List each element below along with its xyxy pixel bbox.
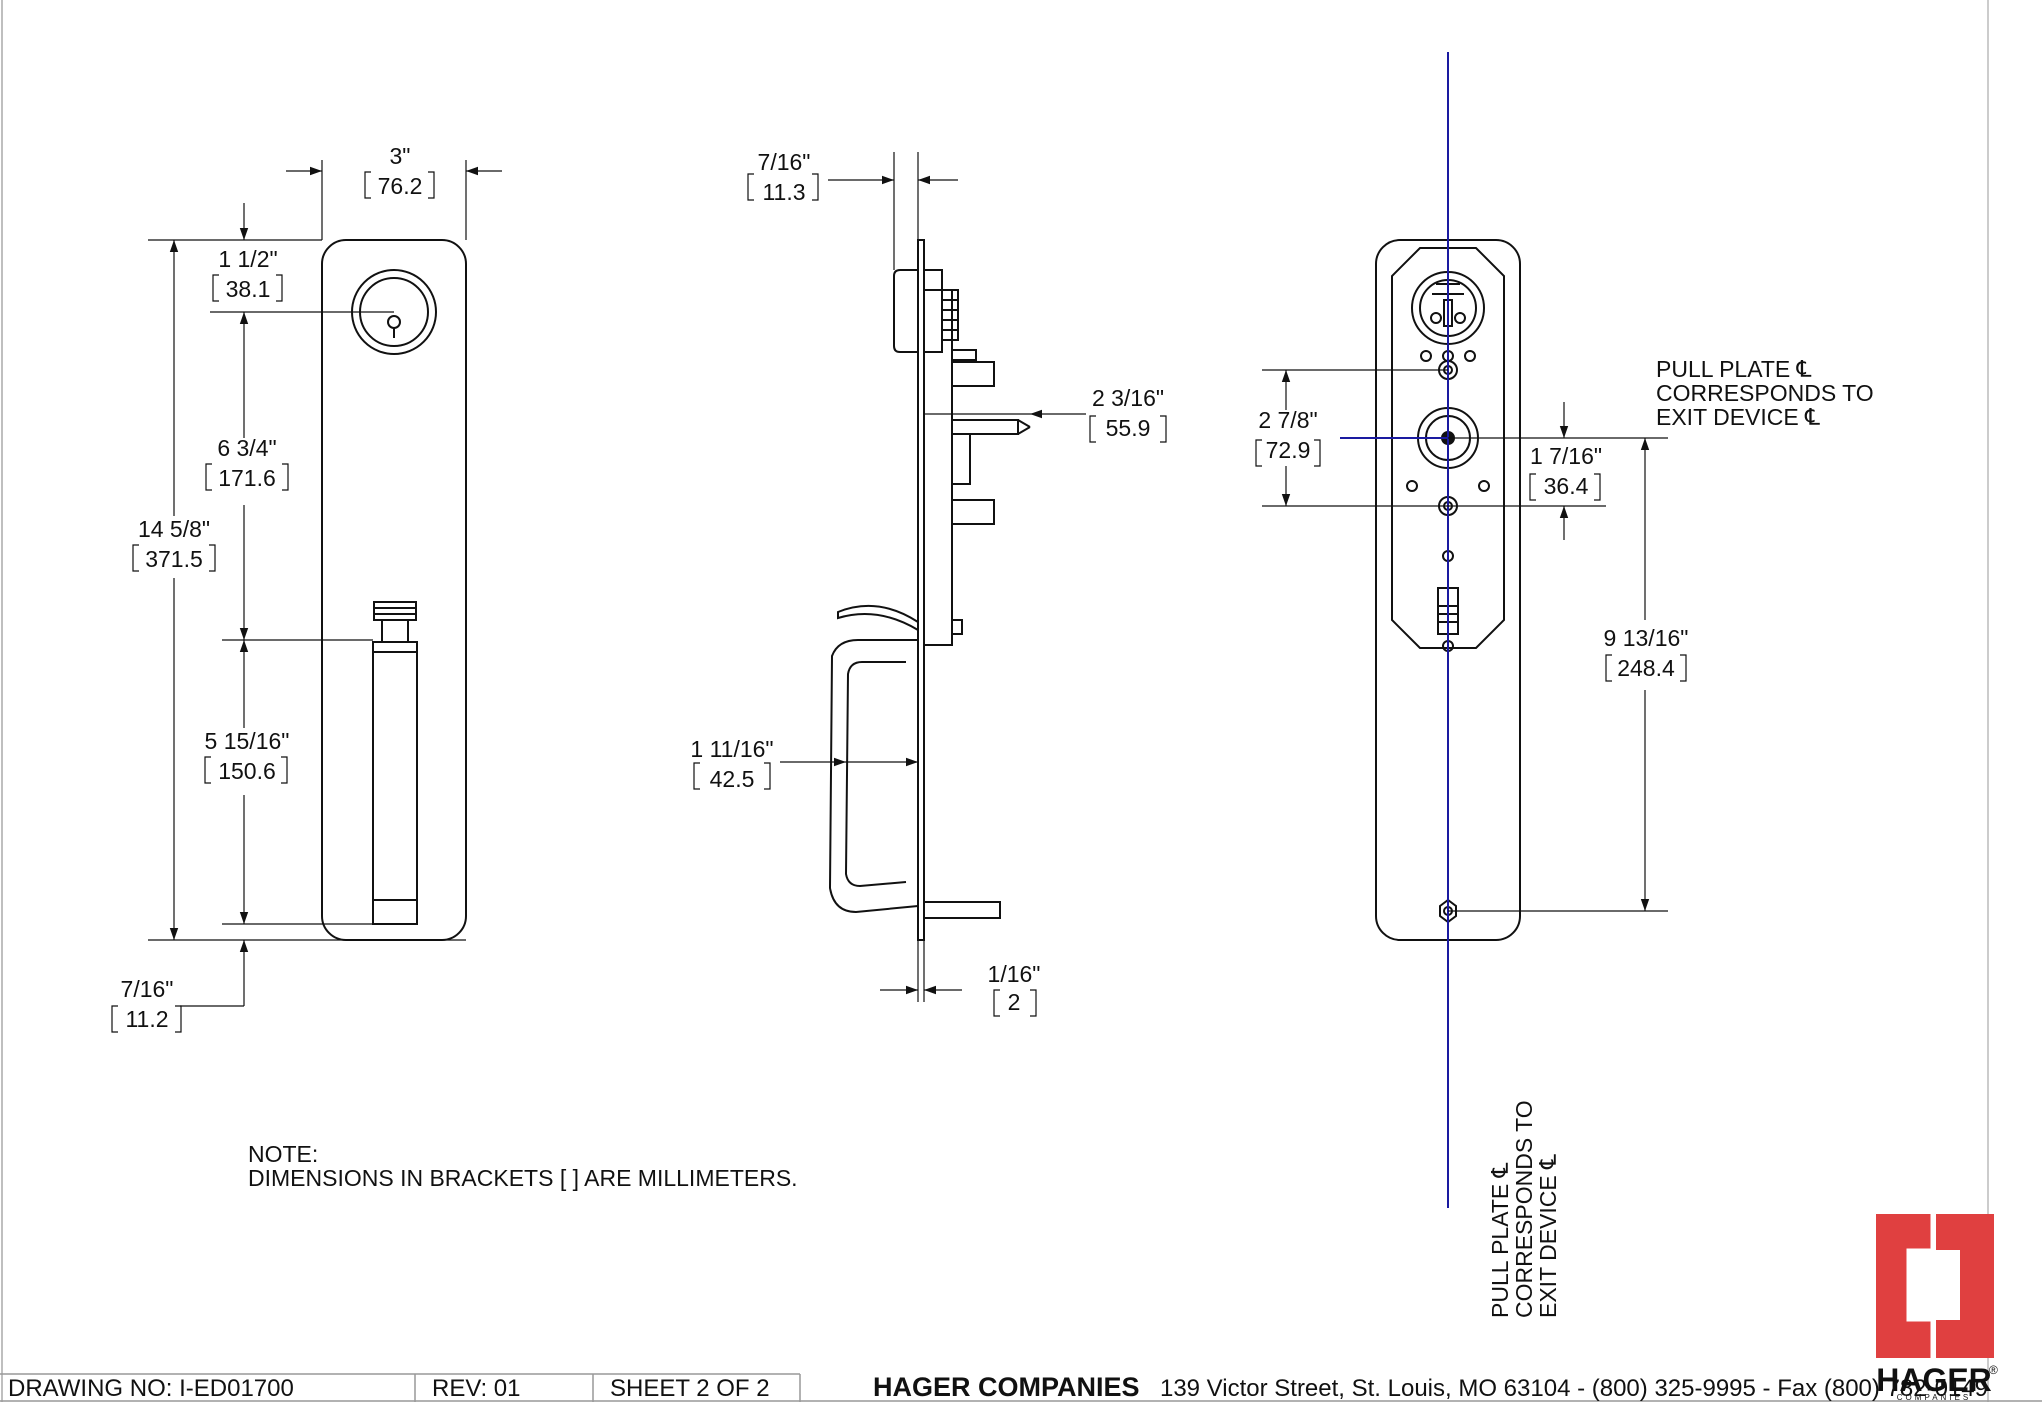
logo-registered: ® xyxy=(1989,1363,1998,1377)
back-housing xyxy=(1391,247,1505,649)
front-view-labels: 3" 76.2 1 1/2" 38.1 6 3/4" 171.6 14 5/8"… xyxy=(121,143,423,1032)
dim-width-in: 3" xyxy=(390,143,411,169)
dim-pull-length-mm: 150.6 xyxy=(218,758,276,784)
note-title: NOTE: xyxy=(248,1141,318,1167)
dim-bottom-offset-mm: 11.2 xyxy=(125,1006,168,1032)
dim-pull-projection-in: 1 11/16" xyxy=(690,736,773,762)
centerline-note-right-2: CORRESPONDS TO xyxy=(1656,380,1874,406)
dim-overall-height-mm: 371.5 xyxy=(145,546,203,572)
logo-name: HAGER xyxy=(1876,1362,1992,1398)
dim-plate-projection-mm: 11.3 xyxy=(762,179,805,205)
dim-pull-centers-mm: 248.4 xyxy=(1617,655,1675,681)
centerline-note-right-1: PULL PLATE ℄ xyxy=(1656,356,1812,382)
dim-cylinder-offset-in: 1 1/2" xyxy=(218,246,277,272)
dim-bottom-offset-in: 7/16" xyxy=(121,976,174,1002)
logo-tagline: COMPANIES xyxy=(1897,1393,1971,1402)
note-text: DIMENSIONS IN BRACKETS [ ] ARE MILLIMETE… xyxy=(248,1165,798,1191)
pull-handle xyxy=(372,601,418,925)
logo-mark xyxy=(1876,1214,1994,1358)
company-address: 139 Victor Street, St. Louis, MO 63104 -… xyxy=(1160,1375,1988,1402)
drawing-number: DRAWING NO: I-ED01700 xyxy=(8,1375,294,1402)
hager-logo: HAGER ® COMPANIES xyxy=(1876,1214,1998,1402)
centerlines xyxy=(1340,52,1449,1208)
front-view xyxy=(111,160,502,1033)
centerline-note-vertical-3: EXIT DEVICE ℄ xyxy=(1535,1154,1561,1318)
dim-width-mm: 76.2 xyxy=(378,173,423,199)
centerline-note-vertical-2: CORRESPONDS TO xyxy=(1511,1100,1537,1318)
centerline-note-vertical-1: PULL PLATE ℄ xyxy=(1487,1162,1513,1318)
dim-plate-thickness-in: 1/16" xyxy=(988,961,1041,987)
dim-screw-spacing-in: 2 7/8" xyxy=(1258,407,1317,433)
centerline-note-right-3: EXIT DEVICE ℄ xyxy=(1656,404,1820,430)
dim-plate-thickness-mm: 2 xyxy=(1008,989,1021,1015)
side-view xyxy=(828,239,1031,941)
back-dim-lines xyxy=(1255,369,1687,912)
note: NOTE: DIMENSIONS IN BRACKETS [ ] ARE MIL… xyxy=(248,1141,798,1191)
side-view-labels: 7/16" 11.3 2 3/16" 55.9 1 11/16" 42.5 1/… xyxy=(690,149,1164,1015)
dim-pull-projection-mm: 42.5 xyxy=(710,766,755,792)
dim-overall-height-in: 14 5/8" xyxy=(138,516,210,542)
dim-cylinder-to-pull-mm: 171.6 xyxy=(218,465,276,491)
dim-pull-centers-in: 9 13/16" xyxy=(1604,625,1689,651)
dim-screw-spacing-mm: 72.9 xyxy=(1266,437,1311,463)
dim-cylinder-to-pull-in: 6 3/4" xyxy=(217,435,276,461)
dim-plate-projection-in: 7/16" xyxy=(758,149,811,175)
revision: REV: 01 xyxy=(432,1375,521,1402)
back-view-labels: 2 7/8" 72.9 1 7/16" 36.4 9 13/16" 248.4 … xyxy=(1258,356,1873,1318)
dim-spindle-length-mm: 55.9 xyxy=(1106,415,1151,441)
dim-spindle-length-in: 2 3/16" xyxy=(1092,385,1164,411)
company-name: HAGER COMPANIES xyxy=(873,1372,1140,1402)
sheet-number: SHEET 2 OF 2 xyxy=(610,1375,770,1402)
side-dim-lines xyxy=(693,152,1167,1017)
title-block: DRAWING NO: I-ED01700 REV: 01 SHEET 2 OF… xyxy=(0,1372,2042,1402)
dim-cylinder-offset-mm: 38.1 xyxy=(226,276,271,302)
dim-pull-offset-in: 1 7/16" xyxy=(1530,443,1602,469)
dim-pull-offset-mm: 36.4 xyxy=(1544,473,1589,499)
dim-pull-length-in: 5 15/16" xyxy=(205,728,290,754)
